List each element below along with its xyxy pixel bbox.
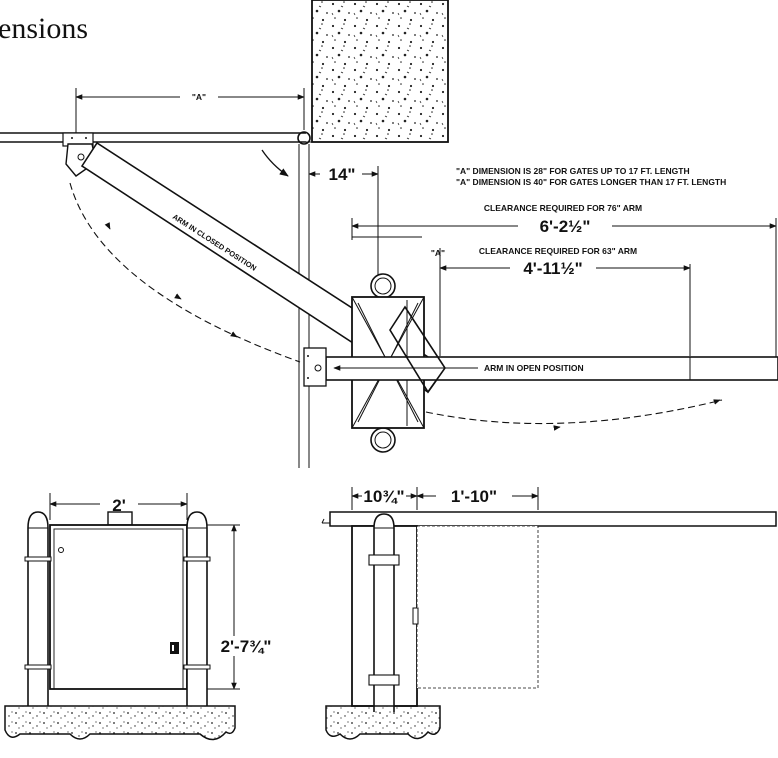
page-title: ensions [0, 12, 88, 45]
note-line-1: "A" DIMENSION IS 28" FOR GATES UP TO 17 … [456, 166, 690, 176]
dimension-front-width-label: 2' [112, 496, 126, 515]
dimension-front-height-label: 2'-7¾" [221, 637, 272, 656]
bollard-left [24, 511, 52, 706]
hinge-circle [297, 131, 311, 145]
arm-bracket-gate [62, 132, 97, 177]
dimension-a-top-label: "A" [192, 92, 206, 102]
dimension-clearance-76 [351, 218, 777, 358]
dimension-a-mid-label: "A" [431, 248, 445, 258]
clearance-76-value: 6'-2½" [540, 217, 591, 236]
operator-cabinet-front [49, 511, 188, 690]
clearance-63-value: 4'-11½" [523, 259, 582, 278]
dimension-14-label: 14" [329, 165, 356, 184]
dimension-14 [308, 166, 379, 275]
arm-side-view [321, 511, 777, 527]
swing-arc-left [69, 182, 301, 363]
front-ground-pad [4, 705, 236, 741]
dimension-front-width [49, 493, 188, 520]
gate-rail [0, 132, 312, 143]
bollard-side [368, 513, 400, 712]
dimension-a-top [75, 88, 305, 133]
dimension-clearance-63 [439, 264, 691, 356]
note-line-2: "A" DIMENSION IS 40" FOR GATES LONGER TH… [456, 177, 726, 187]
bollard-right [183, 511, 211, 706]
concrete-pillar [311, 0, 449, 143]
dimension-side-depth-label: 10¾" [363, 487, 404, 506]
side-ground-pad [325, 705, 441, 740]
swing-arc-right [425, 399, 723, 425]
arm-open-label: ARM IN OPEN POSITION [484, 363, 584, 373]
clearance-63-caption: CLEARANCE REQUIRED FOR 63" ARM [479, 246, 637, 256]
swing-direction-arrow [261, 149, 289, 177]
dimension-side [351, 487, 539, 510]
dimension-side-offset-label: 1'-10" [451, 487, 497, 506]
clearance-76-caption: CLEARANCE REQUIRED FOR 76" ARM [484, 203, 642, 213]
arm-bracket-operator [303, 347, 327, 387]
